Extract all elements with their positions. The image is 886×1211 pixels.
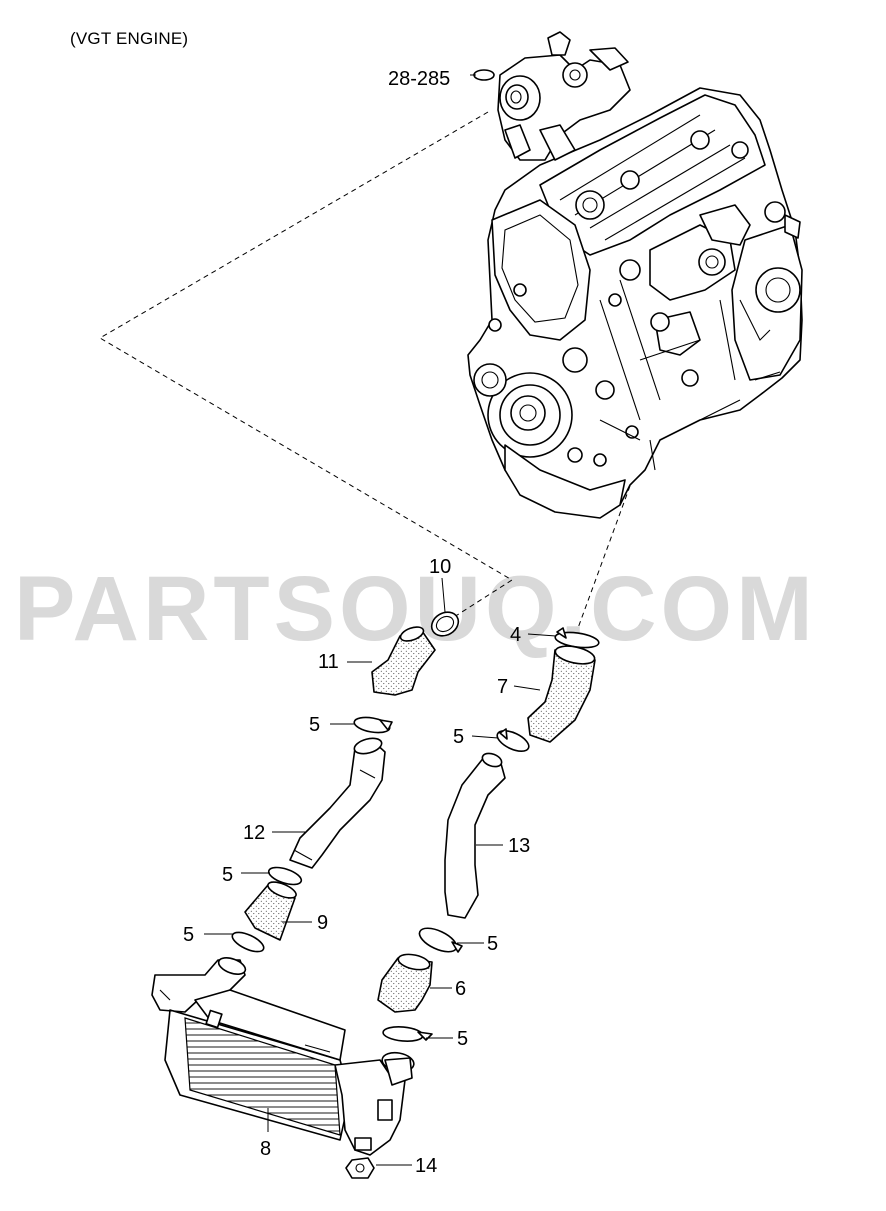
callout-5-lower-left: 5 bbox=[183, 924, 194, 946]
callout-12: 12 bbox=[243, 822, 265, 844]
callout-5-upper-left: 5 bbox=[309, 714, 320, 736]
hose-6 bbox=[377, 957, 433, 1013]
drain-plug-14 bbox=[345, 1157, 375, 1179]
clamp-5-mid-right bbox=[418, 927, 463, 953]
hose-11 bbox=[371, 627, 436, 696]
assembly-reference-lines bbox=[99, 111, 631, 629]
hose-7 bbox=[527, 649, 596, 743]
callout-13: 13 bbox=[508, 835, 530, 857]
pipe-13-upper-end bbox=[481, 752, 503, 768]
callout-10: 10 bbox=[429, 556, 451, 578]
hose-7-end bbox=[554, 645, 596, 665]
callout-5-mid-left: 5 bbox=[222, 864, 233, 886]
pipe-12 bbox=[289, 739, 386, 869]
clamp-5-mid-left bbox=[267, 866, 303, 886]
hose-11-end bbox=[399, 626, 425, 642]
callout-5-lower-right: 5 bbox=[457, 1028, 468, 1050]
callout-9: 9 bbox=[317, 912, 328, 934]
clamp-5-upper-right bbox=[496, 728, 530, 753]
pipe-13 bbox=[444, 755, 506, 919]
callout-4: 4 bbox=[510, 624, 521, 646]
pipe-12-upper-end bbox=[353, 737, 383, 755]
clamp-5-lower-right bbox=[382, 1026, 433, 1042]
callout-5-mid-right: 5 bbox=[487, 933, 498, 955]
hose-9-end bbox=[267, 881, 297, 899]
callout-11: 11 bbox=[318, 651, 339, 673]
callout-6: 6 bbox=[455, 978, 466, 1000]
intercooler-8 bbox=[151, 957, 415, 1156]
hose-10-clamp bbox=[430, 611, 460, 637]
callout-8: 8 bbox=[260, 1138, 271, 1160]
clamp-5-lower-left bbox=[231, 931, 265, 953]
callout-28-285: 28-285 bbox=[388, 68, 450, 90]
engine-assembly bbox=[467, 31, 803, 519]
diagram-caption: (VGT ENGINE) bbox=[70, 29, 189, 48]
callout-labels: 28-285 10 4 11 7 5 5 12 13 5 9 5 5 6 5 8… bbox=[183, 68, 530, 1177]
callout-7: 7 bbox=[497, 676, 508, 698]
clamp-5-upper-left bbox=[353, 716, 393, 734]
leader-lines bbox=[204, 74, 557, 1166]
callout-5-upper-right: 5 bbox=[453, 726, 464, 748]
callout-14: 14 bbox=[415, 1155, 437, 1177]
hose-6-end bbox=[397, 953, 431, 971]
